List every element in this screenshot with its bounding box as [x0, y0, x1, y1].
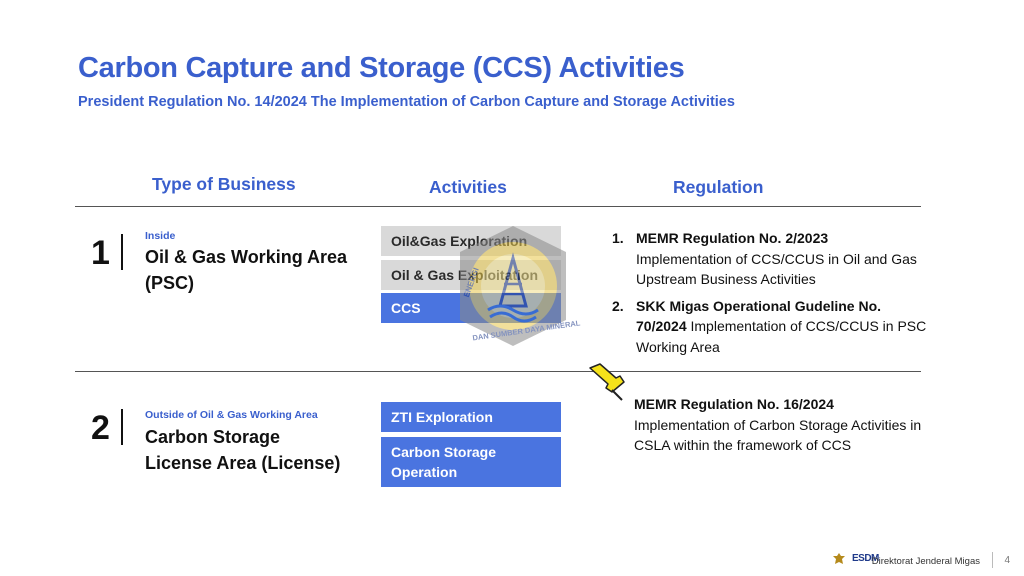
row-number-bar: [121, 409, 123, 445]
footer-org: Direktorat Jenderal Migas: [871, 556, 980, 567]
activity-carbon-storage-operation: Carbon Storage Operation: [381, 437, 561, 487]
regulation-item: 2. SKK Migas Operational Gudeline No. 70…: [612, 296, 932, 358]
row-number-bar: [121, 234, 123, 270]
row2-business-type: Carbon Storage License Area (License): [145, 424, 340, 476]
regulation-text-block: MEMR Regulation No. 2/2023 Implementatio…: [636, 228, 932, 290]
column-header-regulation: Regulation: [673, 177, 764, 197]
page-subtitle: President Regulation No. 14/2024 The Imp…: [78, 94, 735, 110]
esdm-seal-watermark: ENERGI DAN SUMBER DAYA MINERAL: [452, 222, 581, 350]
row1-regulation-list: 1. MEMR Regulation No. 2/2023 Implementa…: [612, 228, 932, 363]
regulation-text-block: SKK Migas Operational Gudeline No. 70/20…: [636, 296, 932, 358]
row1-business-type: Oil & Gas Working Area (PSC): [145, 244, 347, 296]
page-number: 4: [1004, 555, 1010, 566]
regulation-description: Implementation of CCS/CCUS in PSC Workin…: [636, 318, 927, 355]
regulation-description: Implementation of Carbon Storage Activit…: [634, 416, 922, 454]
row-divider: [75, 371, 921, 372]
row-number-1: 1: [91, 234, 110, 272]
page-title: Carbon Capture and Storage (CCS) Activit…: [78, 52, 685, 84]
row1-business-line2: (PSC): [145, 273, 194, 293]
activity-zti-exploration: ZTI Exploration: [381, 402, 561, 432]
row2-regulation: MEMR Regulation No. 16/2024 Implementati…: [634, 394, 930, 456]
footer-separator: [992, 552, 993, 568]
regulation-index: 1.: [612, 230, 624, 246]
header-divider: [75, 206, 921, 207]
regulation-title: MEMR Regulation No. 16/2024: [634, 396, 834, 412]
pushpin-icon: [586, 360, 630, 404]
row2-scope-label: Outside of Oil & Gas Working Area: [145, 409, 318, 421]
column-header-type-of-business: Type of Business: [152, 174, 296, 194]
regulation-title: SKK Migas Operational Gudeline No. 70/20…: [636, 297, 882, 335]
row2-business-line1: Carbon Storage: [145, 427, 281, 447]
column-header-activities: Activities: [429, 177, 507, 197]
row-number-2: 2: [91, 409, 110, 447]
garuda-emblem-icon: [832, 552, 846, 566]
regulation-item: 1. MEMR Regulation No. 2/2023 Implementa…: [612, 228, 932, 290]
row2-business-line2: License Area (License): [145, 453, 341, 473]
regulation-description: Implementation of CCS/CCUS in Oil and Ga…: [636, 250, 917, 288]
esdm-logo: ESDM: [852, 553, 879, 564]
regulation-index: 2.: [612, 297, 624, 314]
row1-business-line1: Oil & Gas Working Area: [145, 247, 348, 267]
row1-scope-label: Inside: [145, 230, 176, 242]
regulation-title: MEMR Regulation No. 2/2023: [636, 230, 829, 246]
